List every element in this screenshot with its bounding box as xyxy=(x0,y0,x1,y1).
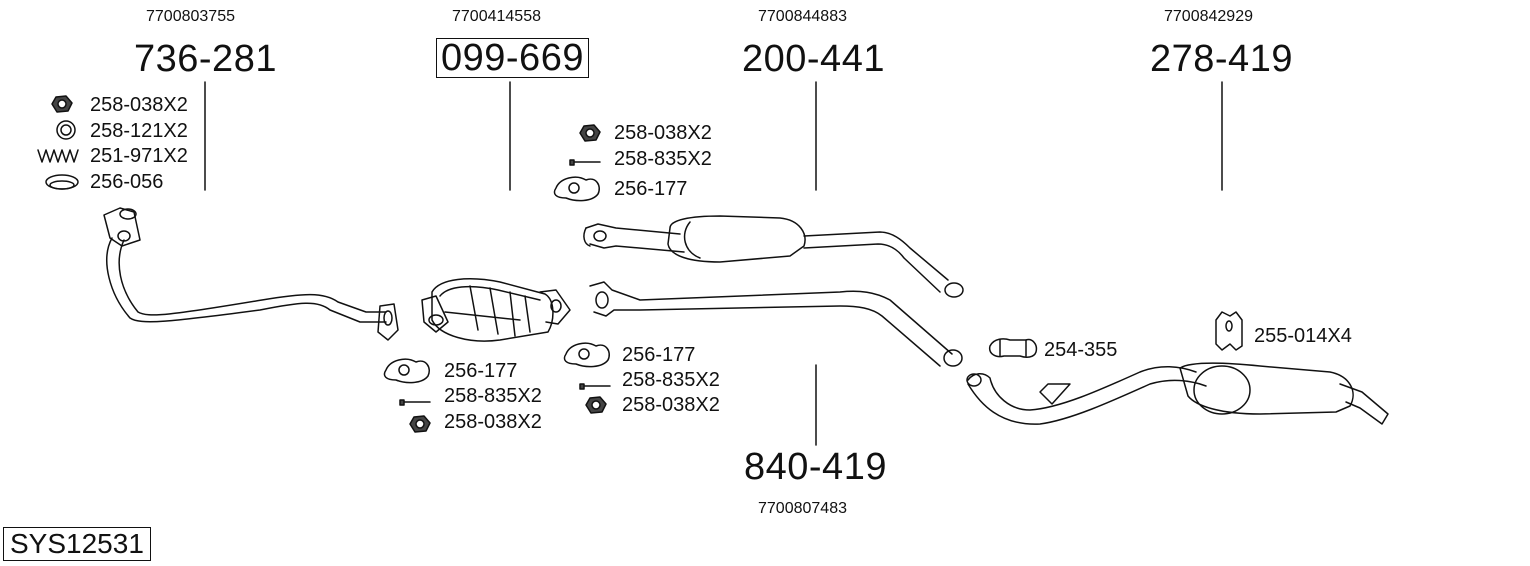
hex-nut-icon xyxy=(51,95,73,113)
fitting-label[interactable]: 258-121X2 xyxy=(90,120,188,142)
part-number-840-419[interactable]: 840-419 xyxy=(744,446,887,488)
part-number-099-669[interactable]: 099-669 xyxy=(436,38,589,78)
seal-ring-icon xyxy=(45,174,79,190)
spring-icon xyxy=(37,149,79,163)
flange-gasket-icon xyxy=(553,176,600,202)
rubber-hanger-icon xyxy=(1215,311,1243,351)
oe-number-099-669: 7700414558 xyxy=(452,8,541,25)
fitting-label[interactable]: 256-177 xyxy=(622,344,696,366)
fitting-label[interactable]: 258-038X2 xyxy=(444,411,542,433)
bolt-icon xyxy=(579,383,611,390)
hex-nut-icon xyxy=(409,415,431,433)
flange-gasket-icon xyxy=(563,342,610,368)
fitting-label[interactable]: 258-835X2 xyxy=(622,369,720,391)
oe-number-200-441: 7700844883 xyxy=(758,8,847,25)
fitting-label[interactable]: 258-038X2 xyxy=(622,394,720,416)
flange-gasket-icon xyxy=(383,358,430,384)
part-number-736-281[interactable]: 736-281 xyxy=(134,38,277,80)
bolt-icon xyxy=(569,159,601,166)
catalytic-converter-drawing xyxy=(421,278,571,342)
hex-nut-icon xyxy=(579,124,601,142)
bolt-icon xyxy=(399,399,431,406)
fitting-label[interactable]: 256-056 xyxy=(90,171,164,193)
oe-number-736-281: 7700803755 xyxy=(146,8,235,25)
hex-nut-icon xyxy=(585,396,607,414)
fitting-label[interactable]: 256-177 xyxy=(444,360,518,382)
rear-silencer-drawing xyxy=(966,362,1389,425)
clamp-icon xyxy=(988,338,1038,358)
clamp-label[interactable]: 254-355 xyxy=(1044,339,1118,361)
intermediate-pipe-drawing xyxy=(589,281,963,367)
fitting-label[interactable]: 251-971X2 xyxy=(90,145,188,167)
centre-silencer-drawing xyxy=(583,215,964,298)
ring-gasket-icon xyxy=(56,120,76,140)
fitting-label[interactable]: 258-835X2 xyxy=(614,148,712,170)
part-number-278-419[interactable]: 278-419 xyxy=(1150,38,1293,80)
fitting-label[interactable]: 258-038X2 xyxy=(614,122,712,144)
fitting-label[interactable]: 258-835X2 xyxy=(444,385,542,407)
fitting-label[interactable]: 256-177 xyxy=(614,178,688,200)
front-pipe-drawing xyxy=(103,207,399,341)
oe-number-278-419: 7700842929 xyxy=(1164,8,1253,25)
system-code-label: SYS12531 xyxy=(3,527,151,561)
part-number-200-441[interactable]: 200-441 xyxy=(742,38,885,80)
fitting-label[interactable]: 258-038X2 xyxy=(90,94,188,116)
oe-number-840-419: 7700807483 xyxy=(758,500,847,517)
hanger-label[interactable]: 255-014X4 xyxy=(1254,325,1352,347)
